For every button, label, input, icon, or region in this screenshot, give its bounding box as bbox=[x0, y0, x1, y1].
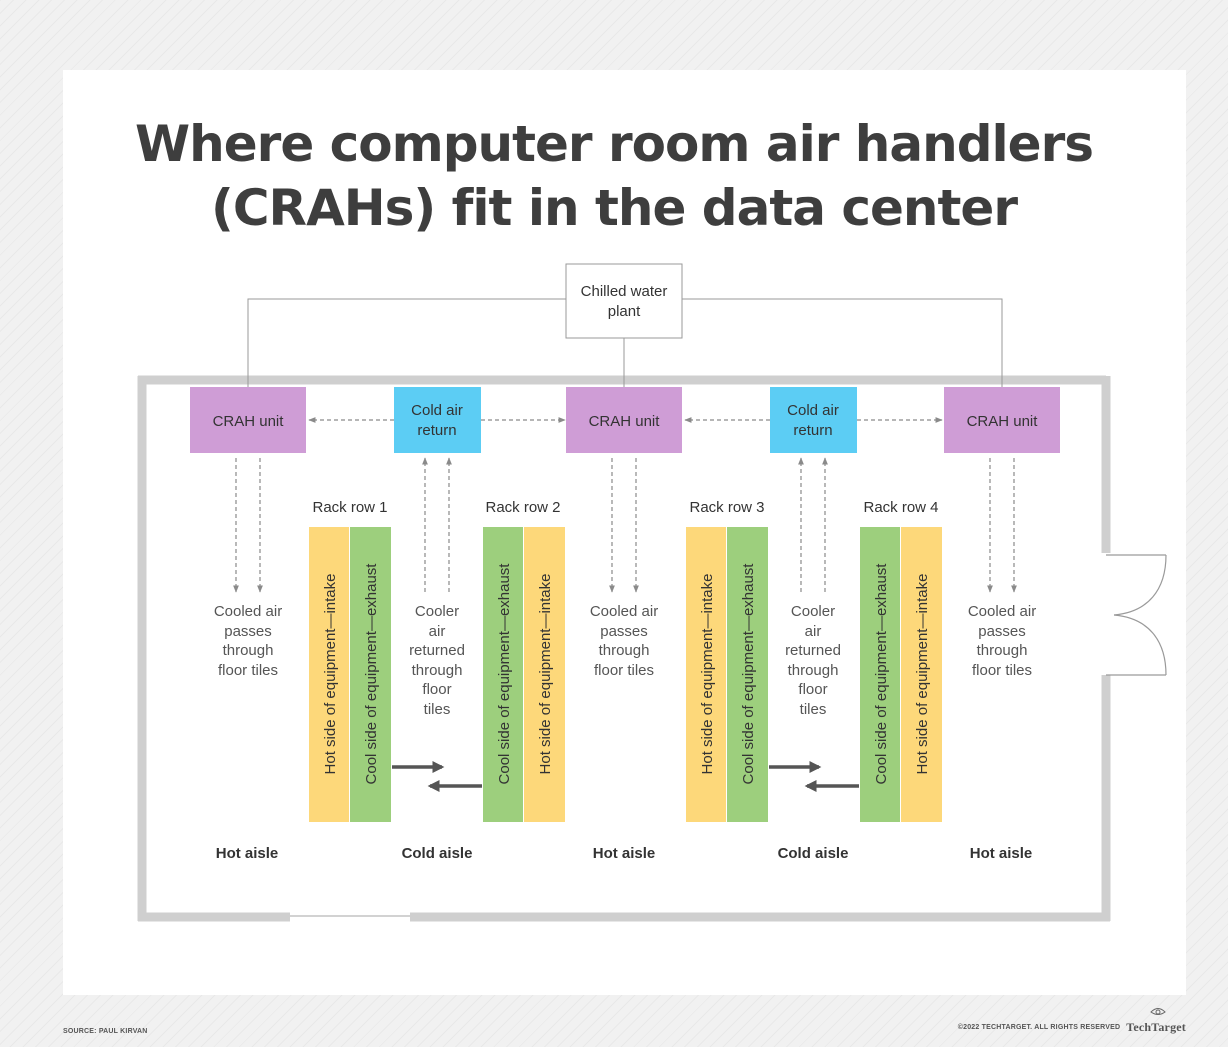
cold-air-return-label-1: Cold air bbox=[787, 402, 839, 419]
note-line: passes bbox=[600, 623, 648, 640]
diagram-card bbox=[63, 70, 1186, 995]
aisle-label-hot: Hot aisle bbox=[970, 845, 1033, 862]
note-line: floor bbox=[798, 681, 827, 698]
diagram-title: Where computer room air handlers (CRAHs)… bbox=[0, 112, 1228, 240]
rack-cool-side-label: Cool side of equipment—exhaust bbox=[363, 563, 380, 785]
chilled-water-pipes bbox=[247, 298, 1003, 387]
note-line: Cooled air bbox=[968, 603, 1036, 620]
rack-hot-side-label: Hot side of equipment—intake bbox=[322, 574, 339, 775]
rack-hot-side-label: Hot side of equipment—intake bbox=[699, 574, 716, 775]
note-line: through bbox=[223, 642, 274, 659]
rack-cool-side-label: Cool side of equipment—exhaust bbox=[873, 563, 890, 785]
note-line: through bbox=[412, 662, 463, 679]
note-line: tiles bbox=[424, 701, 451, 718]
crah-unit-label: CRAH unit bbox=[213, 413, 285, 430]
note-line: passes bbox=[224, 623, 272, 640]
note-line: returned bbox=[785, 642, 841, 659]
aisle-label-hot: Hot aisle bbox=[216, 845, 279, 862]
rack-row-label-3: Rack row 3 bbox=[689, 499, 764, 516]
cold-air-return-label-2: return bbox=[417, 422, 456, 439]
chilled-water-plant-label-2: plant bbox=[608, 303, 641, 320]
title-line-1: Where computer room air handlers bbox=[135, 115, 1094, 173]
title-line-2: (CRAHs) fit in the data center bbox=[211, 179, 1018, 237]
door bbox=[1106, 554, 1167, 676]
rack-cool-side-label: Cool side of equipment—exhaust bbox=[740, 563, 757, 785]
crah-unit-3: CRAH unit bbox=[944, 387, 1060, 453]
airflow-arrows bbox=[233, 457, 1017, 593]
note-line: tiles bbox=[800, 701, 827, 718]
brand-logo: TechTarget bbox=[1126, 1008, 1186, 1035]
rack-row-label-1: Rack row 1 bbox=[312, 499, 387, 516]
note-line: floor tiles bbox=[218, 662, 278, 679]
footer-source: SOURCE: PAUL KIRVAN bbox=[63, 1028, 148, 1035]
note-line: floor tiles bbox=[972, 662, 1032, 679]
aisle-label-cold: Cold aisle bbox=[402, 845, 473, 862]
note-line: through bbox=[977, 642, 1028, 659]
brand-text: TechTarget bbox=[1126, 1020, 1186, 1034]
crah-unit-label: CRAH unit bbox=[589, 413, 661, 430]
rack-row-2: Cool side of equipment—exhaust Hot side … bbox=[483, 527, 565, 822]
note-line: floor tiles bbox=[594, 662, 654, 679]
note-line: through bbox=[599, 642, 650, 659]
chilled-water-plant: Chilled water plant bbox=[565, 263, 683, 339]
cold-air-return-2: Cold air return bbox=[770, 387, 857, 453]
note-line: air bbox=[805, 623, 822, 640]
note-line: returned bbox=[409, 642, 465, 659]
note-line: through bbox=[788, 662, 839, 679]
note-line: Cooler bbox=[791, 603, 835, 620]
aisle-label-hot: Hot aisle bbox=[593, 845, 656, 862]
note-line: floor bbox=[422, 681, 451, 698]
note-line: Cooler bbox=[415, 603, 459, 620]
note-line: air bbox=[429, 623, 446, 640]
cooler-air-note-1: Cooler air returned through floor tiles bbox=[409, 603, 465, 718]
rack-row-label-4: Rack row 4 bbox=[863, 499, 938, 516]
aisle-label-cold: Cold aisle bbox=[778, 845, 849, 862]
rack-hot-side-label: Hot side of equipment—intake bbox=[914, 574, 931, 775]
rack-row-label-2: Rack row 2 bbox=[485, 499, 560, 516]
crah-unit-label: CRAH unit bbox=[967, 413, 1039, 430]
crah-unit-1: CRAH unit bbox=[190, 387, 306, 453]
rack-row-3: Hot side of equipment—intake Cool side o… bbox=[686, 527, 768, 822]
cold-air-return-label-1: Cold air bbox=[411, 402, 463, 419]
cooled-air-note-3: Cooled air passes through floor tiles bbox=[968, 603, 1036, 679]
aisle-labels: Hot aisle Cold aisle Hot aisle Cold aisl… bbox=[216, 845, 1033, 862]
rack-cool-side-label: Cool side of equipment—exhaust bbox=[496, 563, 513, 785]
room-walls bbox=[137, 375, 1111, 922]
rack-row-4: Cool side of equipment—exhaust Hot side … bbox=[860, 527, 942, 822]
cooler-air-note-2: Cooler air returned through floor tiles bbox=[785, 603, 841, 718]
crah-unit-2: CRAH unit bbox=[566, 387, 682, 453]
cold-air-return-1: Cold air return bbox=[394, 387, 481, 453]
note-line: Cooled air bbox=[214, 603, 282, 620]
note-line: Cooled air bbox=[590, 603, 658, 620]
rack-airflow-arrows bbox=[392, 761, 859, 792]
footer-copyright: ©2022 TECHTARGET. ALL RIGHTS RESERVED bbox=[957, 1024, 1121, 1031]
cooled-air-note-1: Cooled air passes through floor tiles bbox=[214, 603, 282, 679]
cold-air-return-label-2: return bbox=[793, 422, 832, 439]
rack-row-1: Hot side of equipment—intake Cool side o… bbox=[309, 527, 391, 822]
rack-row-labels: Rack row 1 Rack row 2 Rack row 3 Rack ro… bbox=[312, 499, 938, 516]
eye-icon bbox=[1150, 1008, 1166, 1015]
rack-hot-side-label: Hot side of equipment—intake bbox=[537, 574, 554, 775]
footer-right: ©2022 TECHTARGET. ALL RIGHTS RESERVED Te… bbox=[957, 1008, 1186, 1035]
cooled-air-note-2: Cooled air passes through floor tiles bbox=[590, 603, 658, 679]
note-line: passes bbox=[978, 623, 1026, 640]
chilled-water-plant-label-1: Chilled water bbox=[581, 283, 668, 300]
